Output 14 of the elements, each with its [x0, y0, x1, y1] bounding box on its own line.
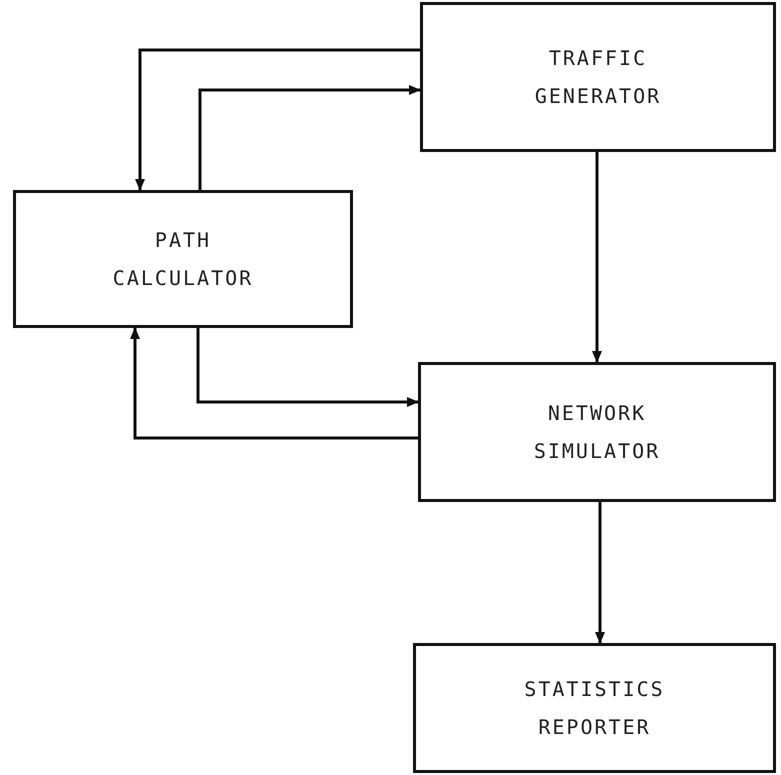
- arrow: [135, 48, 420, 191]
- box-label: STATISTICS REPORTER: [523, 676, 666, 741]
- process-box: [13, 190, 353, 328]
- arrow: [595, 502, 605, 644]
- process-box: [420, 2, 776, 152]
- arrow: [130, 327, 418, 440]
- arrow: [592, 152, 602, 363]
- box-label: NETWORK SIMULATOR: [532, 400, 662, 465]
- process-box: [413, 643, 776, 773]
- arrow: [196, 328, 419, 407]
- box-label: PATH CALCULATOR: [112, 227, 254, 292]
- box-label: TRAFFIC GENERATOR: [534, 45, 662, 110]
- process-box: [418, 362, 776, 502]
- arrow: [198, 85, 421, 190]
